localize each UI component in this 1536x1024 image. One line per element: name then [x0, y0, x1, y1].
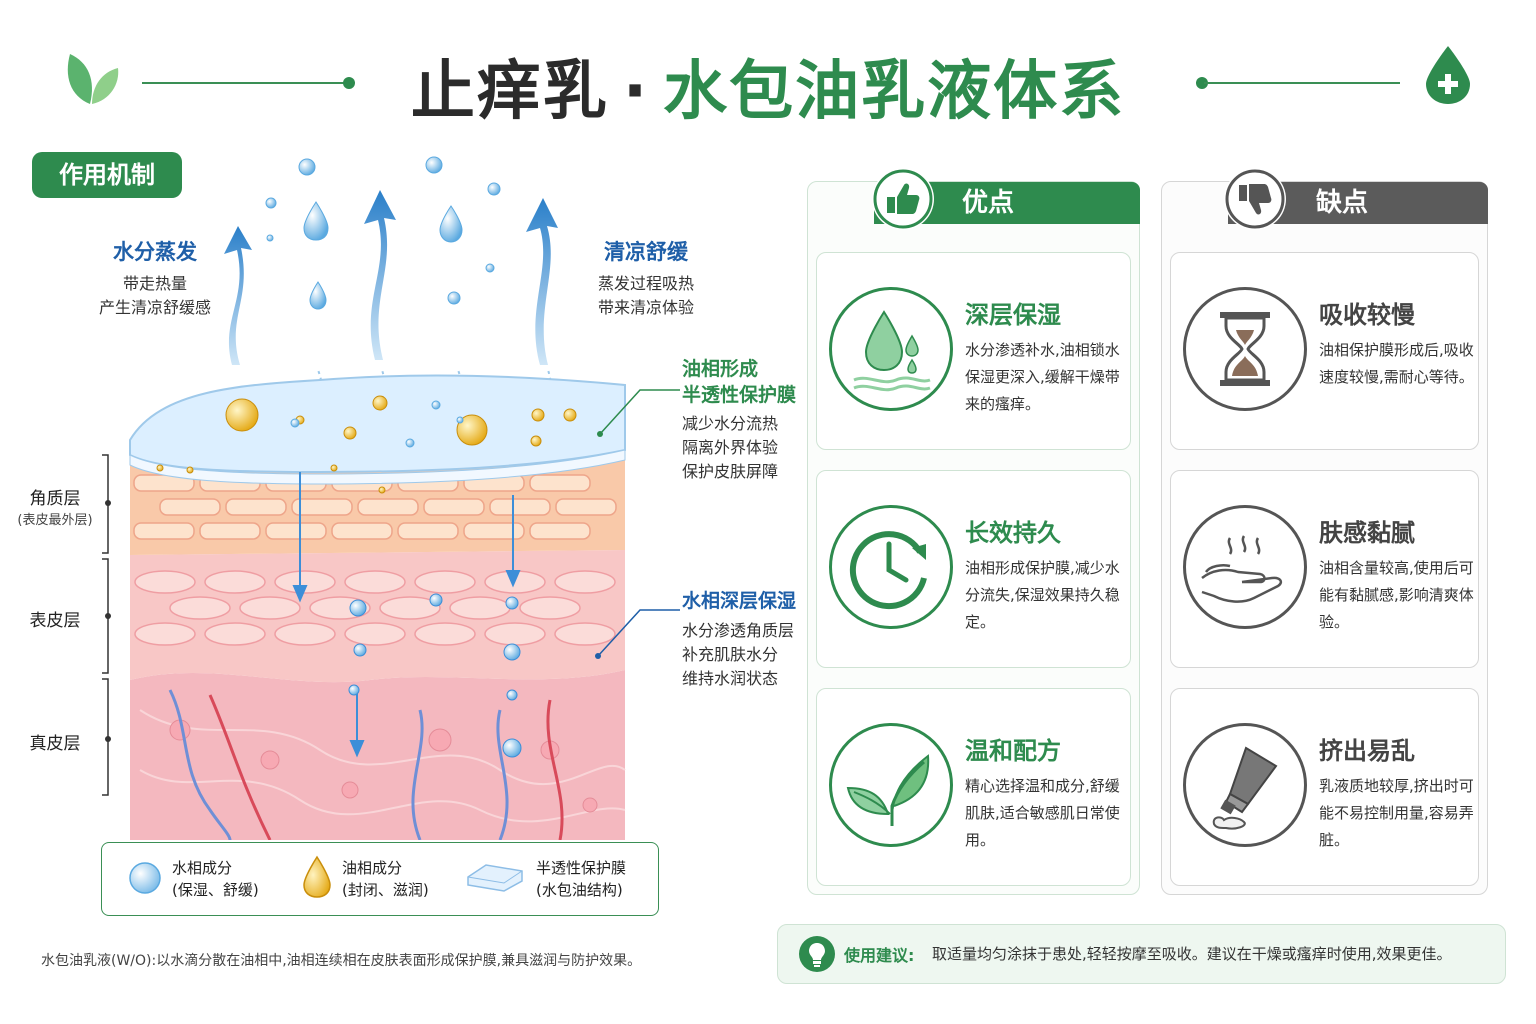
- pro-text: 油相形成保护膜,减少水分流失,保湿效果持久稳定。: [965, 559, 1120, 631]
- legend-desc: (水包油结构): [536, 881, 623, 899]
- water-phase-annotation: 水相深层保湿 水分渗透角质层 补充肌肤水分 维持水润状态: [682, 586, 802, 691]
- cooling-line: 带来清凉体验: [597, 298, 694, 317]
- legend-desc: (保湿、舒缓): [172, 881, 259, 899]
- clock-icon: [829, 505, 953, 629]
- legend-name: 水相成分: [172, 859, 233, 877]
- cooling-title: 清凉舒缓: [604, 240, 688, 264]
- layer-name: 角质层: [29, 489, 81, 509]
- pro-text: 精心选择温和成分,舒缓肌肤,适合敏感肌日常使用。: [965, 777, 1120, 849]
- legend-name: 半透性保护膜: [536, 859, 627, 877]
- sticky-hand-icon: [1183, 505, 1307, 629]
- legend-desc: (封闭、滋润): [342, 881, 429, 899]
- water-drop-icon: [829, 287, 953, 411]
- pro-card: 温和配方 精心选择温和成分,舒缓肌肤,适合敏感肌日常使用。: [816, 688, 1131, 886]
- oil-drop-legend-icon: [303, 855, 331, 898]
- header-dot-left: [343, 77, 355, 89]
- oil-film-line: 保护皮肤屏障: [682, 462, 779, 481]
- footnote: 水包油乳液(W/O):以水滴分散在油相中,油相连续相在皮肤表面形成保护膜,兼具滋…: [41, 953, 642, 969]
- con-card: 肤感黏腻 油相含量较高,使用后可能有黏腻感,影响清爽体验。: [1170, 470, 1479, 668]
- evaporation-line: 产生清凉舒缓感: [98, 298, 211, 317]
- plus-drop-icon: [1424, 44, 1472, 106]
- oil-film-line: 减少水分流热: [682, 414, 779, 433]
- oil-film-annotation: 油相形成 半透性保护膜 减少水分流热 隔离外界体验 保护皮肤屏障: [682, 356, 802, 484]
- con-card: 挤出易乱 乳液质地较厚,挤出时可能不易控制用量,容易弄脏。: [1170, 688, 1479, 886]
- con-title: 吸收较慢: [1319, 301, 1415, 329]
- film-legend-icon: [467, 864, 523, 892]
- evaporation-arrow: [526, 198, 558, 365]
- oil-film-line: 隔离外界体验: [682, 438, 779, 457]
- tip-label: 使用建议:: [844, 946, 915, 965]
- oil-film-title: 半透性保护膜: [682, 384, 797, 406]
- leaf-icon: [829, 723, 953, 847]
- header-dot-right: [1196, 77, 1208, 89]
- evaporation-title: 水分蒸发: [113, 240, 197, 264]
- water-drop-legend-icon: [129, 862, 161, 894]
- thumbs-up-icon: [872, 168, 934, 230]
- legend: 水相成分 (保湿、舒缓) 油相成分 (封闭、滋润) 半透性保护膜 (水包油结构): [101, 842, 659, 916]
- con-title: 挤出易乱: [1319, 737, 1415, 765]
- evaporation-arrow: [224, 226, 252, 365]
- legend-item-film: 半透性保护膜 (水包油结构): [536, 857, 626, 901]
- cons-panel: 缺点 吸收较慢 油相保护膜形成后,吸收速度较慢,需耐心等待。: [1161, 168, 1488, 895]
- mechanism-badge: 作用机制: [32, 152, 182, 198]
- lightbulb-icon: [798, 935, 836, 973]
- layer-label-dermis: 真皮层: [10, 729, 100, 754]
- cooling-label: 清凉舒缓 蒸发过程吸热 带来清凉体验: [584, 236, 708, 320]
- legend-name: 油相成分: [342, 859, 403, 877]
- header-line-right: [1204, 82, 1400, 84]
- hourglass-icon: [1183, 287, 1307, 411]
- pro-card: 深层保湿 水分渗透补水,油相锁水保湿更深入,缓解干燥带来的瘙痒。: [816, 252, 1131, 450]
- water-phase-line: 水分渗透角质层: [682, 621, 795, 640]
- oil-film-title: 油相形成: [682, 358, 759, 380]
- legend-item-water: 水相成分 (保湿、舒缓): [172, 857, 259, 901]
- pro-text: 水分渗透补水,油相锁水保湿更深入,缓解干燥带来的瘙痒。: [965, 341, 1120, 413]
- layer-label-epidermis: 表皮层: [10, 606, 100, 631]
- tube-icon: [1183, 723, 1307, 847]
- layer-sub: (表皮最外层): [17, 513, 93, 528]
- page-title: 止痒乳·水包油乳液体系: [410, 55, 1126, 129]
- layer-brackets: [102, 454, 111, 796]
- con-card: 吸收较慢 油相保护膜形成后,吸收速度较慢,需耐心等待。: [1170, 252, 1479, 450]
- pro-card: 长效持久 油相形成保护膜,减少水分流失,保湿效果持久稳定。: [816, 470, 1131, 668]
- header-line-left: [142, 82, 348, 84]
- layer-name: 表皮层: [29, 611, 81, 631]
- pro-title: 长效持久: [965, 519, 1061, 547]
- con-text: 乳液质地较厚,挤出时可能不易控制用量,容易弄脏。: [1319, 777, 1474, 849]
- cooling-line: 蒸发过程吸热: [597, 274, 694, 293]
- legend-item-oil: 油相成分 (封闭、滋润): [342, 857, 429, 901]
- tip-text: 取适量均匀涂抹于患处,轻轻按摩至吸收。建议在干燥或瘙痒时使用,效果更佳。: [932, 945, 1452, 963]
- con-text: 油相保护膜形成后,吸收速度较慢,需耐心等待。: [1319, 341, 1474, 386]
- skin-diagram: [129, 156, 680, 840]
- evaporation-line: 带走热量: [122, 274, 187, 293]
- con-title: 肤感黏腻: [1319, 519, 1415, 547]
- evaporation-label: 水分蒸发 带走热量 产生清凉舒缓感: [90, 236, 220, 320]
- water-phase-line: 补充肌肤水分: [682, 645, 779, 664]
- layer-name: 真皮层: [29, 734, 81, 754]
- pro-title: 温和配方: [965, 737, 1061, 765]
- pros-panel: 优点 深层保湿 水分渗透补水,油相锁水保湿更深入,缓解干燥带来的瘙痒。: [807, 168, 1140, 895]
- pro-title: 深层保湿: [965, 301, 1061, 329]
- water-phase-line: 维持水润状态: [682, 669, 779, 688]
- evaporation-arrow: [364, 190, 396, 360]
- layer-label-stratum-corneum: 角质层 (表皮最外层): [10, 484, 100, 528]
- con-text: 油相含量较高,使用后可能有黏腻感,影响清爽体验。: [1319, 559, 1474, 631]
- water-phase-title: 水相深层保湿: [682, 590, 797, 612]
- thumbs-down-icon: [1224, 168, 1286, 230]
- usage-tip-bar: 使用建议: 取适量均匀涂抹于患处,轻轻按摩至吸收。建议在干燥或瘙痒时使用,效果更…: [777, 924, 1506, 984]
- leaf-logo-icon: [60, 46, 122, 108]
